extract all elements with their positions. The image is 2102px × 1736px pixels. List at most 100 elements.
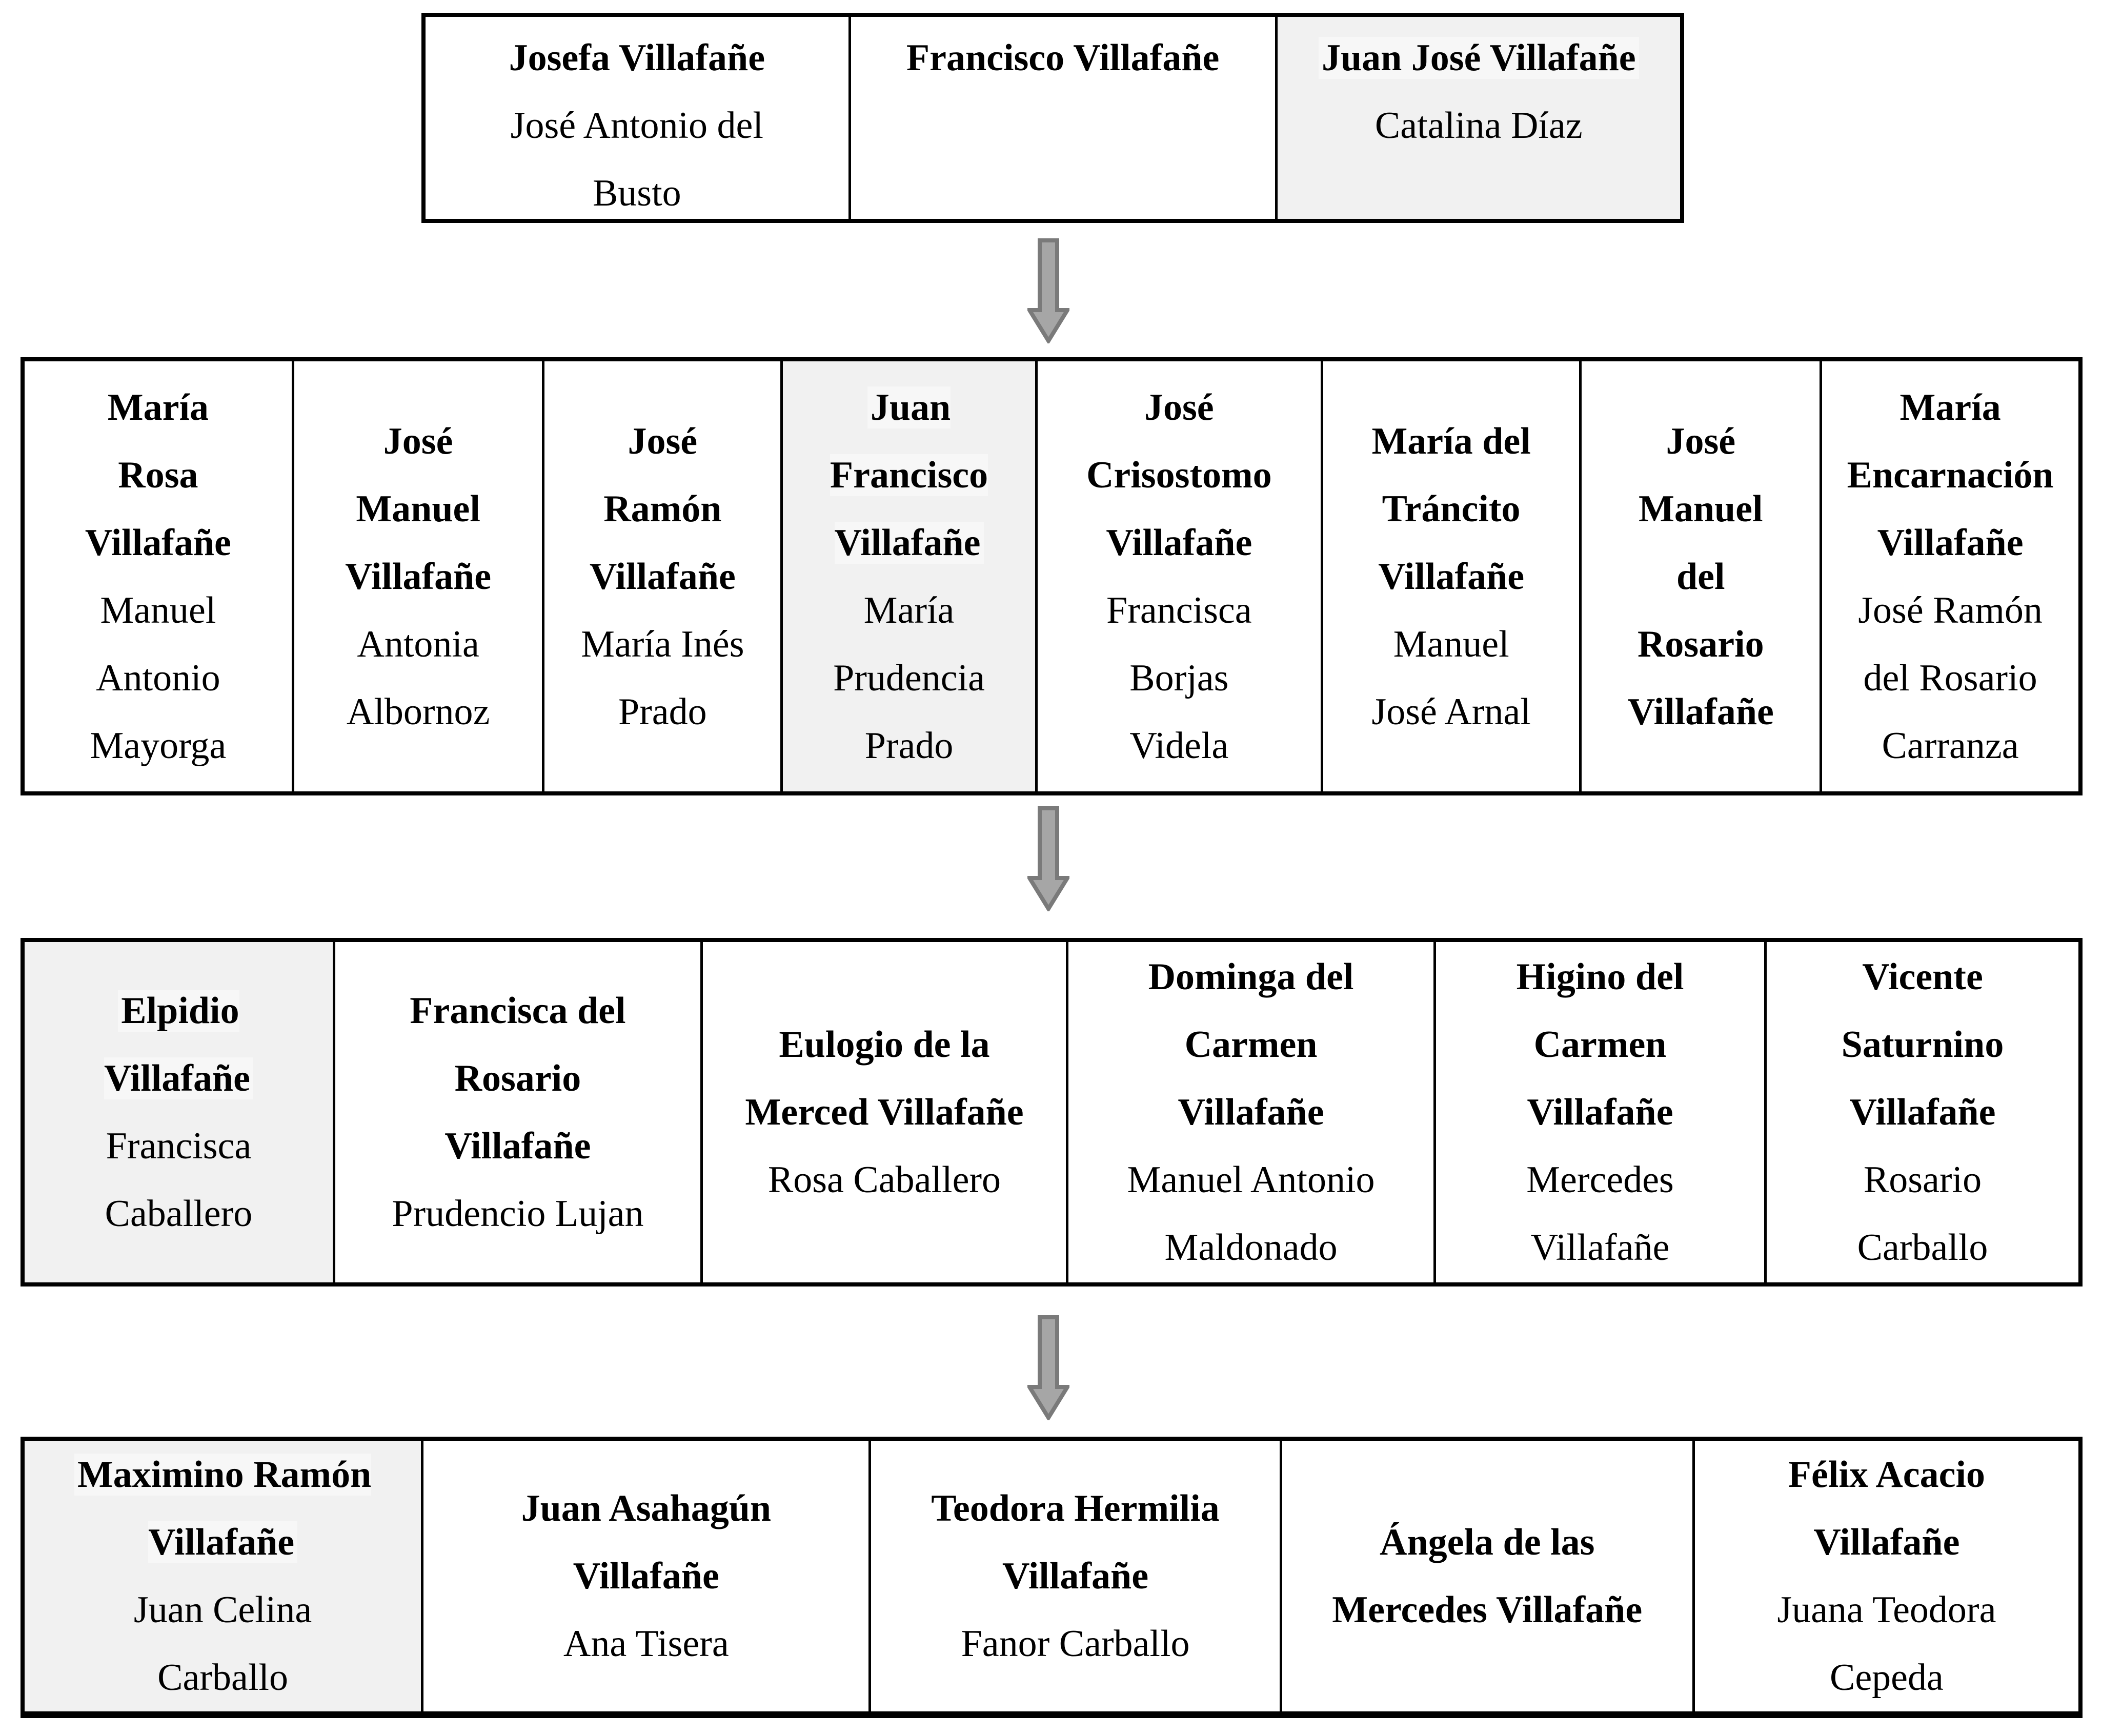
person-name-text: Eulogio de la Merced Villafañe	[745, 1024, 1024, 1133]
down-arrow	[1027, 806, 1069, 911]
person-cell: Francisco Villafañe	[848, 17, 1275, 219]
spouse-name-text: Francisca Caballero	[105, 1125, 253, 1235]
person-name-text: Higino del Carmen Villafañe	[1516, 956, 1684, 1133]
person-name: Ángela de las Mercedes Villafañe	[1332, 1508, 1642, 1644]
spouse-name-text: Antonia Albornoz	[346, 623, 490, 733]
spouse-name: Manuel Antonio Mayorga	[90, 577, 226, 780]
down-arrow	[1027, 238, 1069, 343]
person-name: Juan Asahagún Villafañe	[521, 1475, 771, 1610]
person-name: Dominga del Carmen Villafañe	[1148, 943, 1354, 1146]
person-cell: Ángela de las Mercedes Villafañe	[1279, 1441, 1692, 1711]
spouse-name-text: María Prudencia Prado	[833, 589, 985, 767]
person-name: Francisco Villafañe	[906, 24, 1219, 92]
person-name-text: Juan Asahagún Villafañe	[521, 1487, 772, 1597]
spouse-name: José Antonio del Busto	[511, 92, 763, 219]
spouse-name-text: Rosa Caballero	[767, 1159, 1001, 1201]
person-name-text: José Ramón Villafañe	[589, 420, 736, 598]
person-name-text: Maximino Ramón Villafañe	[74, 1454, 372, 1563]
down-arrow-icon	[1027, 1315, 1069, 1420]
down-arrow	[1027, 1315, 1069, 1420]
spouse-name: Francisca Caballero	[105, 1112, 253, 1248]
spouse-name: Juana Teodora Cepeda	[1777, 1576, 1996, 1711]
spouse-name: María Inés Prado	[581, 610, 744, 746]
person-name: Teodora Hermilia Villafañe	[931, 1475, 1219, 1610]
spouse-name-text: Prudencio Lujan	[392, 1193, 644, 1235]
person-name: José Ramón Villafañe	[590, 407, 736, 610]
person-name: José Manuel del Rosario Villafañe	[1628, 407, 1774, 746]
spouse-name: Ana Tisera	[563, 1610, 729, 1678]
spouse-name-text: María Inés Prado	[581, 623, 744, 733]
spouse-name: Rosario Carballo	[1857, 1146, 1988, 1281]
person-name: Juan José Villafañe	[1318, 24, 1639, 92]
person-name-text: María del Tráncito Villafañe	[1371, 420, 1531, 598]
spouse-name-text: Juan Celina Carballo	[133, 1589, 312, 1699]
spouse-name-text: Mercedes Villafañe	[1526, 1159, 1674, 1269]
person-name: Elpidio Villafañe	[104, 977, 253, 1112]
spouse-name-text: José Ramón del Rosario Carranza	[1858, 589, 2043, 767]
person-name-text: Elpidio Villafañe	[104, 990, 253, 1099]
person-name-text: Dominga del Carmen Villafañe	[1148, 956, 1354, 1133]
spouse-name: Juan Celina Carballo	[134, 1576, 312, 1711]
spouse-name-text: Manuel Antonio Maldonado	[1127, 1159, 1375, 1269]
person-name: María Encarnación Villafañe	[1847, 374, 2054, 577]
person-name-text: Félix Acacio Villafañe	[1788, 1454, 1986, 1563]
person-name-text: Vicente Saturnino Villafañe	[1841, 956, 2004, 1133]
spouse-name: María Prudencia Prado	[833, 577, 985, 780]
spouse-name-text: Catalina Díaz	[1375, 105, 1583, 147]
person-name-text: Francisco Villafañe	[906, 37, 1220, 79]
down-arrow-icon	[1027, 806, 1069, 911]
person-name: Higino del Carmen Villafañe	[1517, 943, 1684, 1146]
spouse-name: Manuel Antonio Maldonado	[1127, 1146, 1375, 1281]
person-name: Félix Acacio Villafañe	[1788, 1441, 1985, 1576]
person-name: Eulogio de la Merced Villafañe	[745, 1011, 1023, 1146]
person-name-text: María Rosa Villafañe	[85, 386, 231, 564]
person-name-text: Juan José Villafañe	[1318, 37, 1639, 79]
person-name-text: Teodora Hermilia Villafañe	[931, 1487, 1220, 1597]
person-name: Francisca del Rosario Villafañe	[410, 977, 625, 1180]
person-cell: José Manuel del Rosario Villafañe	[1579, 361, 1820, 791]
person-name: María del Tráncito Villafañe	[1371, 407, 1530, 610]
spouse-name-text: Juana Teodora Cepeda	[1777, 1589, 1996, 1699]
spouse-name-text: Rosario Carballo	[1857, 1159, 1988, 1269]
spouse-name-text: Fanor Carballo	[961, 1623, 1190, 1665]
person-name-text: Josefa Villafañe	[509, 37, 765, 79]
spouse-name: Manuel José Arnal	[1371, 610, 1530, 746]
spouse-name-text: José Antonio del Busto	[510, 105, 763, 214]
spouse-name: Fanor Carballo	[961, 1610, 1190, 1678]
spouse-name: Rosa Caballero	[768, 1146, 1001, 1214]
person-name-text: José Crisostomo Villafañe	[1086, 386, 1272, 564]
person-name-text: José Manuel Villafañe	[345, 420, 492, 598]
spouse-name: Antonia Albornoz	[347, 610, 490, 746]
down-arrow-icon	[1027, 238, 1069, 343]
person-name: Maximino Ramón Villafañe	[74, 1441, 372, 1576]
person-name-text: Juan Francisco Villafañe	[830, 386, 988, 564]
spouse-name: Francisca Borjas Videla	[1106, 577, 1252, 780]
person-name: José Crisostomo Villafañe	[1086, 374, 1272, 577]
person-name: Vicente Saturnino Villafañe	[1842, 943, 2004, 1146]
person-name-text: María Encarnación Villafañe	[1847, 386, 2054, 564]
person-name-text: Francisca del Rosario Villafañe	[410, 990, 626, 1167]
spouse-name: Mercedes Villafañe	[1526, 1146, 1674, 1281]
